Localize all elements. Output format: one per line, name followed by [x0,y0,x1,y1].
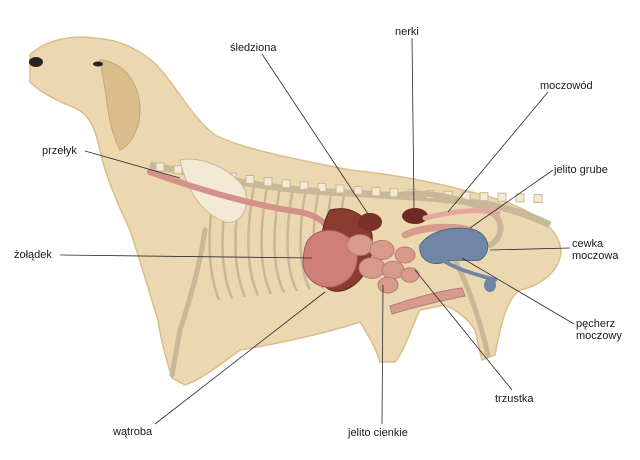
intestine-loop [358,257,386,279]
leader-lines [59,37,575,425]
dog-nose [29,57,43,67]
vertebra [479,192,489,202]
intestine-loop [400,267,420,283]
vertebra [515,193,525,203]
label-cewka-line1: cewka [572,238,604,250]
ureter [422,208,501,221]
vertebra [263,177,273,187]
intestine-loop [394,246,416,264]
label-nerki: nerki [395,26,419,38]
leader-sledziona [261,53,369,215]
leader-moczowod [447,91,549,213]
vertebra [497,192,507,202]
rib [299,188,312,291]
intestine-loop [346,234,374,256]
label-jelito-cienkie: jelito cienkie [348,427,408,439]
front-leg-bone [169,227,208,378]
rib [286,187,299,292]
vertebra [281,179,291,189]
label-moczowod: moczowód [540,80,593,92]
leader-zoladek [59,254,313,259]
vertebra [173,165,183,175]
stomach [302,229,358,288]
leader-pecherz [461,257,575,325]
leader-cewka [489,247,571,251]
vertebra [155,162,165,172]
vertebra [335,184,345,194]
bladder [419,227,489,265]
dog-eye [93,61,103,67]
leader-watroba [154,291,326,425]
spleen [358,213,382,231]
label-przelyk: przełyk [42,145,77,157]
vertebra [533,193,543,203]
label-pecherz-line2: moczowy [576,330,622,342]
vertebra [299,181,309,191]
label-pecherz-line1: pęcherz [576,318,616,330]
label-watroba: wątroba [113,426,153,438]
intestine-loop [369,239,395,261]
label-zoladek: żołądek [14,249,52,261]
label-trzustka: trzustka [495,393,534,405]
rib [260,186,273,295]
leader-trzustka [414,269,513,391]
leader-jelito-cienkie [381,284,384,425]
vertebra [317,182,327,192]
rib [247,186,260,297]
urethra-end [484,278,496,292]
vertebra [371,187,381,197]
label-cewka-line2: moczowa [572,250,619,262]
sheath [389,287,466,315]
rib [273,187,286,294]
leader-przelyk [84,150,181,179]
small-intestine [346,234,420,294]
vertebra [389,188,399,198]
vertebra [353,185,363,195]
vertebra [245,174,255,184]
intestine-loop [377,276,399,294]
label-jelito-grube: jelito grube [554,164,608,176]
leader-jelito-grube [469,169,554,229]
leader-nerki [411,37,415,209]
label-sledziona: śledziona [230,42,277,54]
dog-ear [99,59,141,151]
kidney [402,208,428,224]
